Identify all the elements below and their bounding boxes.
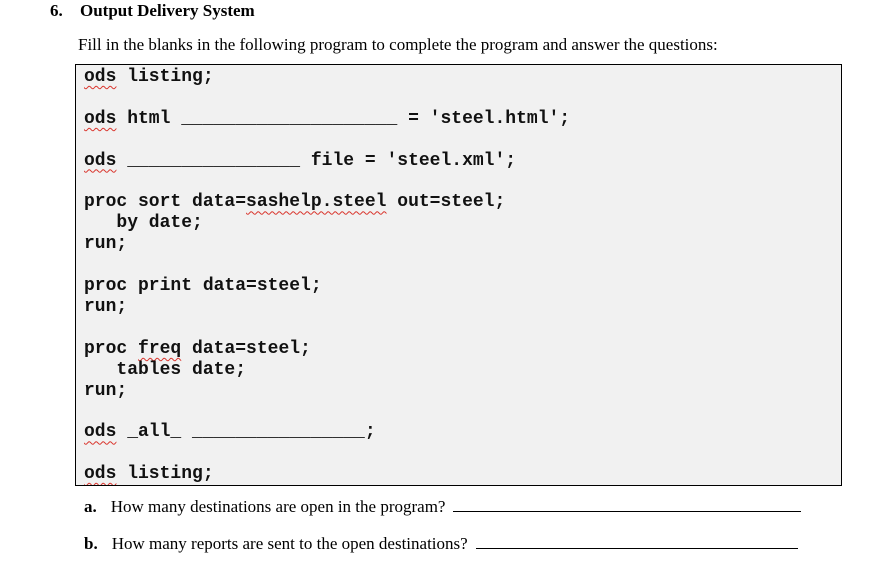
question-b-text: How many reports are sent to the open de… — [111, 534, 468, 553]
code-text: proc — [84, 338, 139, 359]
misspelled-word: sashelp.steel — [246, 192, 387, 213]
code-line: run; — [84, 297, 841, 318]
code-line: run; — [84, 234, 841, 255]
code-text — [116, 151, 127, 171]
misspelled-word: ods — [84, 422, 117, 443]
question-a: a. How many destinations are open in the … — [84, 497, 802, 517]
code-text: by date; — [84, 213, 203, 234]
section-heading: 6. Output Delivery System — [50, 1, 255, 21]
section-number: 6. — [50, 1, 63, 20]
misspelled-word: ods — [84, 67, 117, 87]
code-line — [84, 402, 841, 423]
code-line: tables date; — [84, 360, 841, 381]
code-line: ods listing; — [84, 464, 841, 485]
code-box: ods listing; ods html __________________… — [75, 64, 842, 486]
code-line — [84, 88, 841, 109]
question-b: b. How many reports are sent to the open … — [84, 534, 798, 554]
misspelled-word: ods — [84, 108, 117, 129]
code-text: file = 'steel.xml'; — [300, 150, 517, 171]
fill-in-blank[interactable]: ________________ — [127, 150, 301, 171]
code-line: by date; — [84, 213, 841, 234]
code-line — [84, 318, 841, 339]
code-text: listing; — [116, 464, 214, 485]
code-line — [84, 130, 841, 151]
misspelled-word: freq — [138, 338, 182, 359]
code-text: run; — [84, 234, 128, 255]
code-line — [84, 172, 841, 193]
code-line: ods ________________ file = 'steel.xml'; — [84, 151, 841, 172]
code-text: proc print data=steel; — [84, 276, 322, 297]
code-text: tables date; — [84, 359, 247, 380]
answer-line-a[interactable] — [453, 498, 802, 512]
code-text: _all_ — [116, 422, 193, 443]
question-b-label: b. — [84, 534, 98, 553]
question-a-label: a. — [84, 497, 97, 516]
code-text: = 'steel.html'; — [397, 108, 571, 129]
code-text: ; — [364, 422, 376, 443]
section-title: Output Delivery System — [80, 1, 255, 20]
code-text: data=steel; — [181, 338, 311, 359]
code-text: out=steel; — [386, 192, 506, 213]
fill-in-blank[interactable]: ________________ — [192, 422, 365, 443]
code-line: run; — [84, 381, 841, 402]
code-line: proc print data=steel; — [84, 276, 841, 297]
code-text: run; — [84, 296, 128, 317]
misspelled-word: ods — [84, 464, 117, 485]
code-line: ods listing; — [84, 67, 841, 88]
code-text: html — [116, 108, 182, 129]
code-line — [84, 443, 841, 464]
code-line: ods html ____________________ = 'steel.h… — [84, 109, 841, 130]
code-text: run; — [84, 380, 128, 401]
answer-line-b[interactable] — [475, 535, 798, 549]
code-text: listing; — [116, 67, 214, 87]
code-line: proc freq data=steel; — [84, 339, 841, 360]
code-line: ods _all_ ________________; — [84, 422, 841, 443]
question-a-text: How many destinations are open in the pr… — [110, 497, 446, 516]
code-line: proc sort data=sashelp.steel out=steel; — [84, 192, 841, 213]
code-block: ods listing; ods html __________________… — [76, 65, 841, 485]
code-line — [84, 255, 841, 276]
code-text: proc sort data= — [84, 192, 247, 213]
instructions-text: Fill in the blanks in the following prog… — [78, 35, 718, 54]
fill-in-blank[interactable]: ____________________ — [181, 108, 398, 129]
misspelled-word: ods — [84, 150, 117, 171]
